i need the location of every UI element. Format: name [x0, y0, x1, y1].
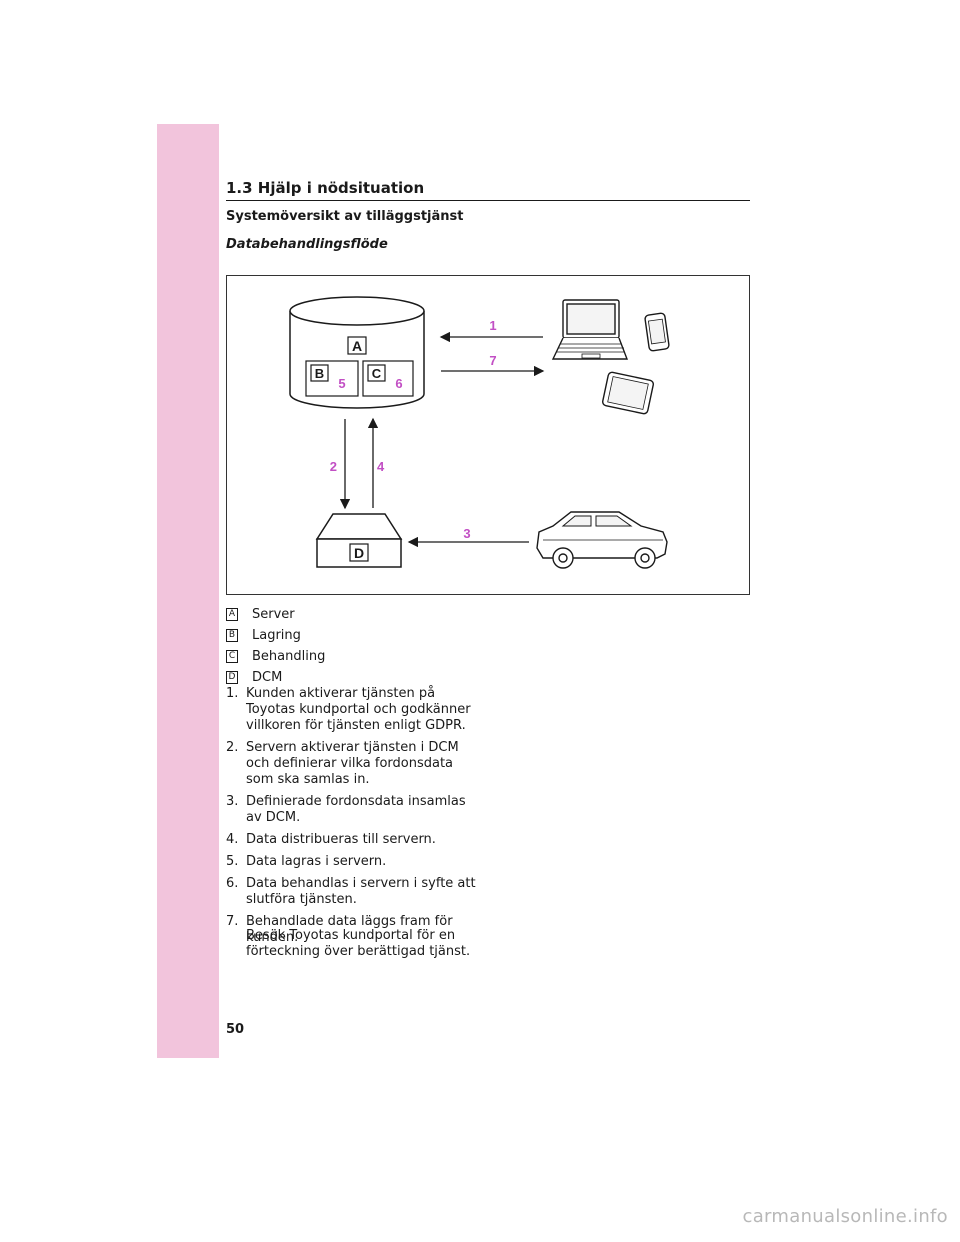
processing-label-box: [367, 364, 386, 382]
step-text: Behandlade data läggs fram för kunden.: [246, 914, 453, 945]
step-number: 5.: [226, 854, 239, 869]
legend-label: DCM: [252, 670, 283, 685]
laptop-icon: [551, 299, 629, 360]
legend-key: A: [226, 608, 238, 621]
legend-key: B: [226, 629, 238, 642]
list-item: 6. Data behandlas i servern i syfte att s…: [226, 876, 476, 908]
step-text: Data lagras i servern.: [246, 854, 387, 869]
step-number: 6.: [226, 876, 239, 891]
step-number: 4.: [226, 832, 239, 847]
car-icon: [536, 511, 668, 569]
watermark: carmanualsonline.info: [742, 1206, 948, 1227]
section-header: 1.3 Hjälp i nödsituation: [226, 178, 750, 201]
step-number: 1.: [226, 686, 239, 701]
step-text: Data distribueras till servern.: [246, 832, 436, 847]
dcm-label-box: [349, 543, 369, 562]
step-4-label: 4: [377, 459, 385, 474]
steps-list: 1. Kunden aktiverar tjänsten på Toyotas k…: [226, 686, 476, 952]
dcm-label: D: [354, 545, 364, 561]
legend-key: C: [226, 650, 238, 663]
legend-key: D: [226, 671, 238, 684]
legend-label: Lagring: [252, 628, 301, 643]
step-text: Kunden aktiverar tjänsten på Toyotas kun…: [246, 686, 471, 733]
step-text: Definierade fordonsdata insamlas av DCM.: [246, 794, 466, 825]
legend-label: Behandling: [252, 649, 326, 664]
list-item: 4. Data distribueras till servern.: [226, 832, 476, 848]
list-item: 1. Kunden aktiverar tjänsten på Toyotas k…: [226, 686, 476, 734]
legend-list: A Server B Lagring C Behandling D DCM: [226, 604, 325, 688]
step-2-label: 2: [330, 459, 337, 474]
data-flow-diagram: A B 5 C 6 1 7: [226, 275, 750, 595]
legend-item: D DCM: [226, 667, 325, 688]
server-label: A: [352, 338, 362, 354]
step-number: 2.: [226, 740, 239, 755]
processing-label: C: [372, 366, 382, 381]
step-6-label: 6: [395, 376, 402, 391]
list-item: 3. Definierade fordonsdata insamlas av DC…: [226, 794, 476, 826]
storage-label: B: [315, 366, 324, 381]
step-number: 3.: [226, 794, 239, 809]
legend-item: B Lagring: [226, 625, 325, 646]
flow-title: Databehandlingsflöde: [226, 237, 388, 252]
list-item: 2. Servern aktiverar tjänsten i DCM och d…: [226, 740, 476, 788]
tablet-icon: [602, 371, 654, 415]
list-item: 7. Behandlade data läggs fram för kunden.: [226, 914, 476, 946]
step-1-label: 1: [489, 318, 496, 333]
page-subtitle: Systemöversikt av tilläggstjänst: [226, 209, 464, 224]
page-number: 50: [226, 1022, 245, 1037]
step-text: Servern aktiverar tjänsten i DCM och def…: [246, 740, 459, 787]
legend-item: C Behandling: [226, 646, 325, 667]
phone-icon: [644, 312, 670, 352]
step-7-label: 7: [489, 353, 496, 368]
storage-label-box: [310, 364, 329, 382]
server-label-box: [347, 336, 367, 355]
side-tab: [157, 124, 219, 1058]
legend-item: A Server: [226, 604, 325, 625]
step-3-label: 3: [463, 526, 470, 541]
list-item: 5. Data lagras i servern.: [226, 854, 476, 870]
step-number: 7.: [226, 914, 239, 929]
step-text: Data behandlas i servern i syfte att slu…: [246, 876, 476, 907]
note-text: Besök Toyotas kundportal för en förteckn…: [246, 928, 471, 959]
step-5-label: 5: [338, 376, 345, 391]
legend-label: Server: [252, 607, 295, 622]
